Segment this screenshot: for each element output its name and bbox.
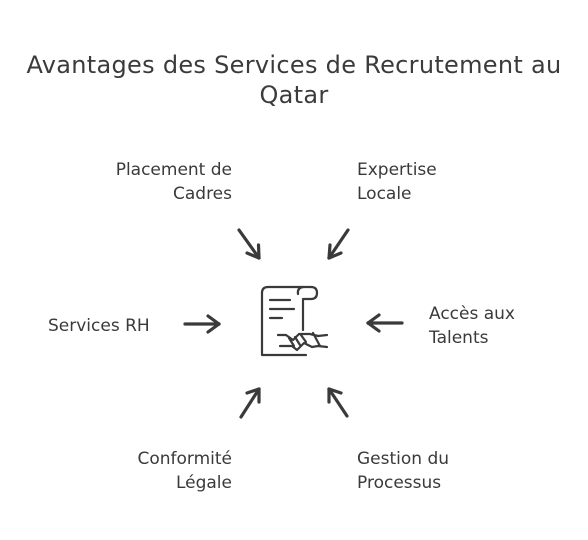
contract-handshake-icon [260, 285, 329, 357]
arrow-top-left [237, 228, 261, 260]
label-conformite-legale: Conformité Légale [137, 449, 232, 493]
label-acces-aux-talents: Accès aux Talents [429, 304, 515, 348]
title-text: Avantages des Services de Recrutement au… [26, 51, 562, 109]
diagram-title: Avantages des Services de Recrutement au… [0, 50, 588, 110]
arrow-bottom-left [239, 387, 261, 419]
arrow-top-right [327, 228, 350, 260]
arrow-left [183, 314, 221, 334]
label-expertise-locale: Expertise Locale [357, 160, 437, 204]
arrow-right [366, 313, 404, 333]
label-services-rh: Services RH [48, 316, 150, 336]
label-placement-de-cadres: Placement de Cadres [115, 160, 232, 204]
arrow-bottom-right [327, 387, 349, 418]
label-gestion-du-processus: Gestion du Processus [357, 449, 450, 493]
